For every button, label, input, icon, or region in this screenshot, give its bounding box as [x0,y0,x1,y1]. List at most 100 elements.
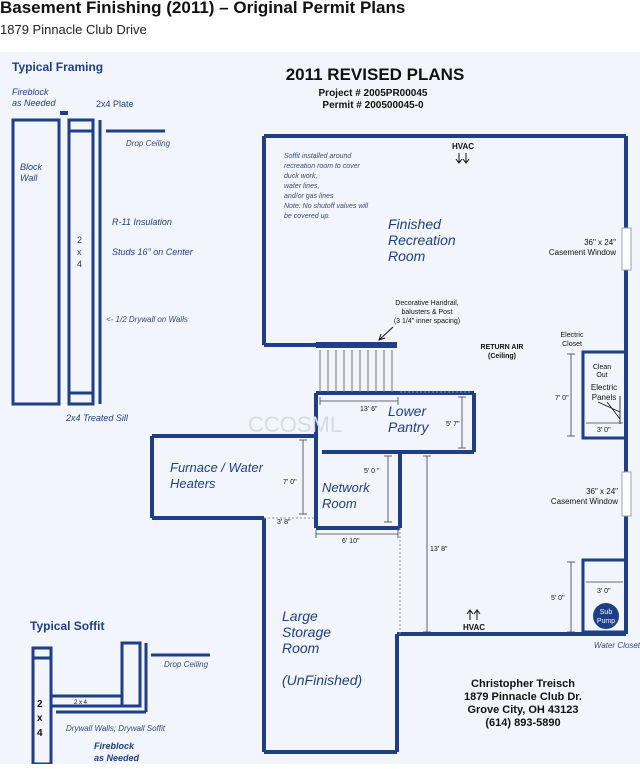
window-lower-type: Casement Window [551,497,618,506]
contact-city: Grove City, OH 43123 [467,704,578,716]
soffit-stud-2: 2 [37,699,43,710]
network-room-label-1: Network [322,480,371,495]
watermark-text: CCOSML [248,412,342,437]
hvac-arrows-down-icon [455,153,470,164]
framing-studs-label: Studs 16" on Center [112,247,194,257]
dimension-lines [299,353,623,633]
soffit-note-2: recreation room to cover [284,163,361,170]
handrail-note-1: Decorative Handrail, [395,300,458,307]
recreation-room-label-2: Recreation [388,232,456,248]
framing-sill-label: 2x4 Treated Sill [65,413,129,423]
contact-name: Christopher Treisch [471,678,575,690]
storage-room-label-4: (UnFinished) [282,672,362,688]
soffit-stud-4: 4 [37,728,43,739]
dim-3-8: 3' 8" [277,519,291,526]
framing-title: Typical Framing [12,60,103,74]
hvac-label-bottom: HVAC [463,623,485,632]
framing-insulation-label: R-11 Insulation [112,217,172,227]
block-wall [11,118,61,406]
soffit-note-6: Note: No shutoff valves will [284,203,368,210]
pantry-label-1: Lower [388,403,427,419]
block-wall-label-2: Wall [20,173,38,183]
dotted-guides [264,391,470,634]
dim-13-6: 13' 6" [360,406,378,413]
soffit-title: Typical Soffit [30,619,104,633]
dim-6-10: 6' 10" [342,538,360,545]
contact-phone: (614) 893-5890 [485,717,560,729]
soffit-note-1: Soffit installed around [284,153,352,160]
soffit-note-7: be covered up. [284,213,330,220]
sub-pump-label-2: Pump [597,618,615,625]
electric-panels-label-2: Panels [592,393,616,402]
return-air-location: (Ceiling) [488,353,516,360]
dim-7-0-electric: 7' 0" [555,395,569,402]
window-upper-type: Casement Window [549,248,616,257]
plan-walls [150,134,628,754]
electric-panels-label-1: Electric [591,383,617,392]
soffit-note-3: duck work, [284,173,318,180]
dim-5-7: 5' 7" [446,421,460,428]
furnace-room-label-1: Furnace / Water [170,460,264,475]
listing-title: Basement Finishing (2011) – Original Per… [0,0,406,17]
listing-header: Basement Finishing (2011) – Original Per… [0,0,640,52]
soffit-note-5: and/or gas lines [284,193,334,200]
handrail-pointer-arrow-icon [378,326,394,341]
soffit-fireblock-label-2: as Needed [94,753,140,763]
sub-pump-icon [593,603,619,629]
dim-5-0-water-closet: 5' 0" [551,595,565,602]
sub-pump-label-1: Sub [600,609,613,616]
return-air-label: RETURN AIR [481,344,524,351]
soffit-note-4: water lines, [284,183,319,190]
casement-window-upper [621,227,632,271]
plan-title: 2011 REVISED PLANS [286,65,465,84]
window-upper-size: 36" x 24" [584,238,616,247]
dim-3-0-water-closet: 3' 0" [597,588,611,595]
framing-fireblock-line1: Fireblock [12,87,49,97]
listing-address: 1879 Pinnacle Club Drive [0,22,147,37]
electric-closet-label-2: Closet [562,341,582,348]
floor-plan-sheet: Typical Framing Fireblock as Needed 2x4 … [0,52,640,766]
framing-stud-4: 4 [77,259,82,269]
contact-street: 1879 Pinnacle Club Dr. [464,691,582,703]
recreation-room-label-3: Room [388,248,426,264]
clean-out-label-1: Clean [593,364,611,371]
dim-5-0-network: 5' 0 " [364,468,380,475]
stairs [319,350,393,392]
framing-stud [67,118,95,406]
storage-room-label-3: Room [282,640,320,656]
clean-out-label-2: Out [596,372,607,379]
framing-fireblock-mark [60,111,68,115]
recreation-room-label-1: Finished [388,216,442,232]
electric-panel-pointer-icon [597,396,621,424]
framing-stud-x: x [77,247,82,257]
soffit-2x4-label: 2 x 4 [74,700,88,706]
block-wall-label-1: Block [20,162,43,172]
dim-3-0-electric: 3' 0" [597,427,611,434]
hvac-arrows-up-icon [466,609,481,620]
handrail-note-2: balusters & Post [402,309,453,316]
framing-fireblock-line2: as Needed [12,98,57,108]
hvac-label-top: HVAC [452,142,474,151]
soffit-drop-ceiling-label: Drop Ceiling [164,660,209,669]
plan-project-number: Project # 2005PR00045 [319,88,428,99]
floor-plan-drawing: Typical Framing Fireblock as Needed 2x4 … [11,60,640,766]
framing-drywall-label: <- 1/2 Drywall on Walls [106,315,188,324]
casement-window-lower [621,471,632,517]
framing-plate-label: 2x4 Plate [96,99,134,109]
soffit-stud-x: x [37,713,43,724]
handrail-note-3: (3 1/4" inner spacing) [394,318,460,325]
dim-13-8: 13' 8" [430,546,448,553]
framing-stud-2: 2 [77,235,82,245]
plan-permit-number: Permit # 200500045-0 [322,100,424,111]
window-lower-size: 36" x 24" [586,487,618,496]
dim-7-0-furnace: 7' 0" [283,479,297,486]
storage-room-label-2: Storage [282,624,331,640]
network-room-label-2: Room [322,496,357,511]
pantry-label-2: Pantry [388,419,429,435]
soffit-drywall-label: Drywall Walls; Drywall Soffit [66,724,166,733]
furnace-room-label-2: Heaters [170,476,216,491]
water-closet-label: Water Closet [594,641,640,650]
electric-closet-label-1: Electric [561,332,584,339]
storage-room-label-1: Large [282,608,318,624]
framing-drop-ceiling-label: Drop Ceiling [126,139,171,148]
